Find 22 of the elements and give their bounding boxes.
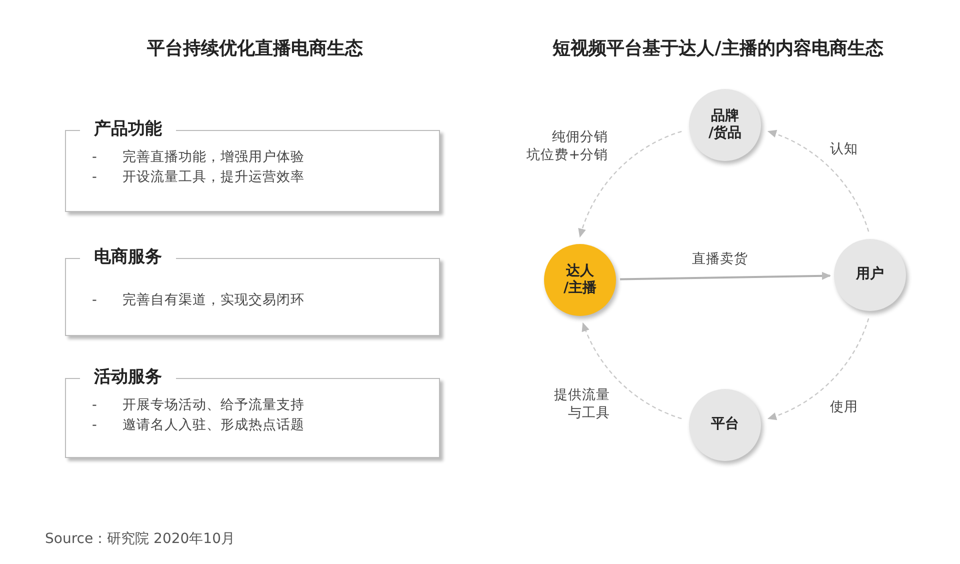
arrow (767, 318, 870, 420)
source-note: Source：研究院 2020年10月 (45, 530, 235, 548)
card-heading: 活动服务 (80, 365, 176, 388)
card-heading: 电商服务 (80, 245, 176, 268)
bullet-item: - 开设流量工具，提升运营效率 (92, 168, 305, 186)
bullet-item: - 完善自有渠道，实现交易闭环 (92, 291, 305, 309)
bullet-item: - 邀请名人入驻、形成热点话题 (92, 416, 305, 434)
bullet-item: - 开展专场活动、给予流量支持 (92, 396, 305, 414)
arrow (582, 322, 682, 420)
bullet-item: - 完善直播功能，增强用户体验 (92, 148, 305, 166)
edge-label: 直播卖货 (692, 250, 748, 268)
card-heading: 产品功能 (80, 117, 176, 140)
heading: 短视频平台基于达人/主播的内容电商生态 (552, 37, 884, 60)
arrow (578, 130, 682, 238)
edge-label: 认知 (830, 140, 858, 158)
circle-node: 平台 (689, 389, 761, 461)
arrow (767, 130, 870, 232)
arrow (620, 272, 831, 280)
circle-node: 达人/主播 (544, 244, 616, 316)
circle-node: 品牌/货品 (689, 89, 761, 161)
circle-node: 用户 (834, 239, 906, 311)
heading: 平台持续优化直播电商生态 (147, 37, 363, 60)
